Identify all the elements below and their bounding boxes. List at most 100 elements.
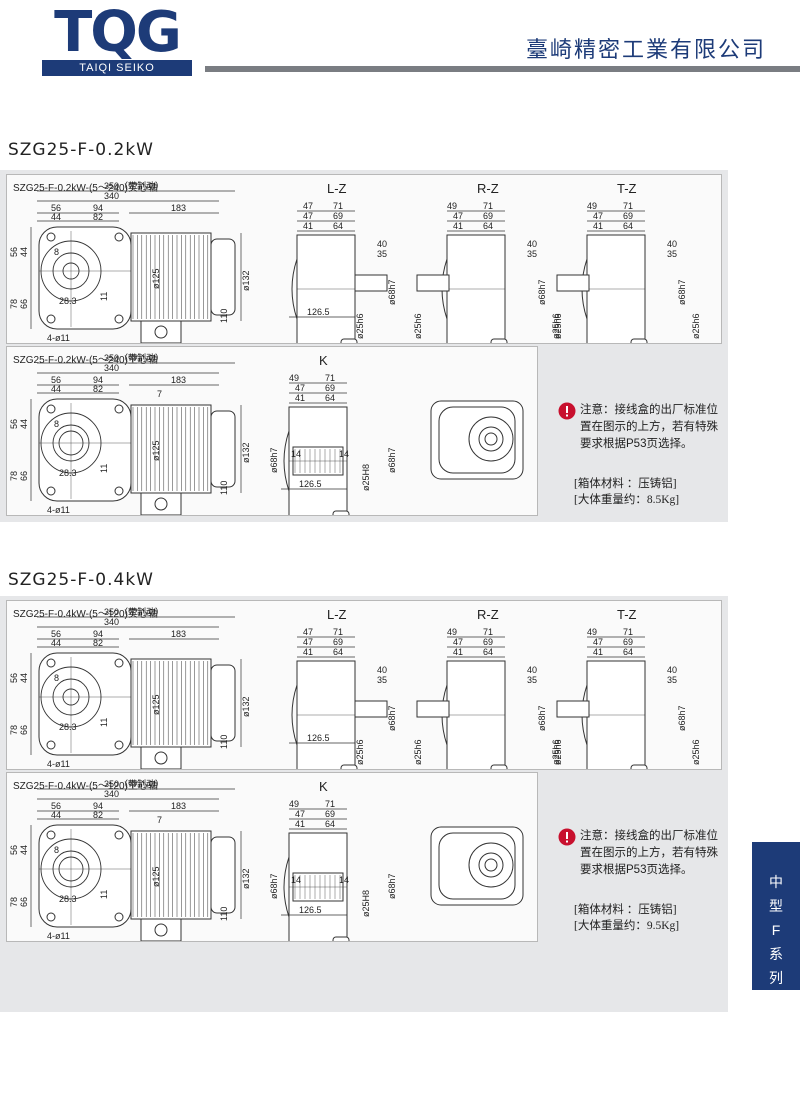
side-tab-char: F <box>771 922 781 938</box>
dim-41: 41 <box>453 647 463 657</box>
dim-69: 69 <box>325 383 335 393</box>
dim-top-left: 49 <box>447 627 457 637</box>
note-text: 注意：接线盒的出厂标准位置在图示的上方，若有特殊要求根据P53页选择。 <box>580 830 718 876</box>
dim-125: ø125 <box>151 866 161 887</box>
series-side-tab[interactable]: 中 型 F 系 列 <box>752 842 800 990</box>
dim-183: 183 <box>171 801 186 811</box>
dim-68h7-left: ø68h7 <box>269 447 279 473</box>
dim-4-11: 4-ø11 <box>47 931 70 941</box>
dim-71: 71 <box>483 201 493 211</box>
flange-outline <box>38 398 132 502</box>
dim-40: 40 <box>667 665 677 675</box>
dim-4-11: 4-ø11 <box>47 759 70 769</box>
dim-350: 350（带制动） <box>104 352 164 363</box>
view-label-tz: T-Z <box>617 181 637 196</box>
dim-64: 64 <box>483 221 493 231</box>
dim-66: 66 <box>19 471 29 481</box>
dim-25h6: ø25h6 <box>355 739 365 765</box>
dim-35: 35 <box>527 675 537 685</box>
dim-35: 35 <box>667 249 677 259</box>
dim-41: 41 <box>593 647 603 657</box>
dim-71: 71 <box>483 627 493 637</box>
brake-cover <box>210 836 236 914</box>
view-label-tz: T-Z <box>617 607 637 622</box>
dim-71: 71 <box>623 201 633 211</box>
dim-69: 69 <box>483 637 493 647</box>
dim-94: 94 <box>93 203 103 213</box>
motor-body <box>130 404 212 494</box>
dim-64: 64 <box>483 647 493 657</box>
dim-40: 40 <box>377 239 387 249</box>
dim-56: 56 <box>51 629 61 639</box>
section-title-02kw: SZG25-F-0.2kW <box>8 140 154 160</box>
dim-125: ø125 <box>151 268 161 289</box>
dim-28-3: 28.3 <box>59 296 77 306</box>
dim-71: 71 <box>333 627 343 637</box>
dim-82: 82 <box>93 384 103 394</box>
dim-47: 47 <box>453 637 463 647</box>
dim-110: 110 <box>219 907 229 921</box>
dim-25h8: ø25H8 <box>361 890 371 917</box>
dim-69: 69 <box>623 211 633 221</box>
dim-56: 56 <box>51 375 61 385</box>
header-divider <box>205 66 800 72</box>
dim-132: ø132 <box>241 270 251 291</box>
dim-340: 340 <box>104 363 119 373</box>
dim-4-11: 4-ø11 <box>47 333 70 343</box>
dim-66: 66 <box>19 299 29 309</box>
dim-183: 183 <box>171 203 186 213</box>
brake-cover <box>210 410 236 488</box>
output-shaft <box>556 274 590 292</box>
dim-125: ø125 <box>151 440 161 461</box>
installation-note: 注意：接线盒的出厂标准位置在图示的上方，若有特殊要求根据P53页选择。 <box>558 402 718 453</box>
dim-64: 64 <box>325 819 335 829</box>
dim-64: 64 <box>623 221 633 231</box>
dim-69: 69 <box>325 809 335 819</box>
dim-25h6: ø25h6 <box>553 739 563 765</box>
dim-126-5: 126.5 <box>299 479 322 489</box>
dim-35: 35 <box>377 249 387 259</box>
dim-47: 47 <box>303 211 313 221</box>
dim-47: 47 <box>295 383 305 393</box>
dim-78: 78 <box>9 299 19 309</box>
dim-4-11: 4-ø11 <box>47 505 70 515</box>
dim-47: 47 <box>593 637 603 647</box>
end-view-drawing <box>430 400 524 480</box>
dim-25h6: ø25h6 <box>413 739 423 765</box>
output-shaft <box>354 700 388 718</box>
warning-icon <box>558 402 576 420</box>
dim-68h7: ø68h7 <box>387 705 397 731</box>
dim-68h7: ø68h7 <box>677 705 687 731</box>
dim-47: 47 <box>453 211 463 221</box>
dim-8: 8 <box>54 419 59 429</box>
dim-94: 94 <box>93 801 103 811</box>
dim-64: 64 <box>333 221 343 231</box>
dim-56-vertical: 56 <box>9 845 19 855</box>
dim-82: 82 <box>93 638 103 648</box>
dim-126-5: 126.5 <box>307 733 330 743</box>
dim-14-right: 14 <box>339 449 349 459</box>
tqg-logo: TQG TAIQI SEIKO <box>42 5 192 78</box>
dim-68h7-left: ø68h7 <box>269 873 279 899</box>
motor-body <box>130 232 212 322</box>
dim-68h7: ø68h7 <box>537 705 547 731</box>
dim-110: 110 <box>219 735 229 749</box>
dim-340: 340 <box>104 191 119 201</box>
dim-132: ø132 <box>241 442 251 463</box>
dim-11: 11 <box>99 718 109 727</box>
dim-340: 340 <box>104 617 119 627</box>
terminal-box <box>140 320 182 343</box>
dim-40: 40 <box>527 239 537 249</box>
output-shaft <box>416 274 450 292</box>
